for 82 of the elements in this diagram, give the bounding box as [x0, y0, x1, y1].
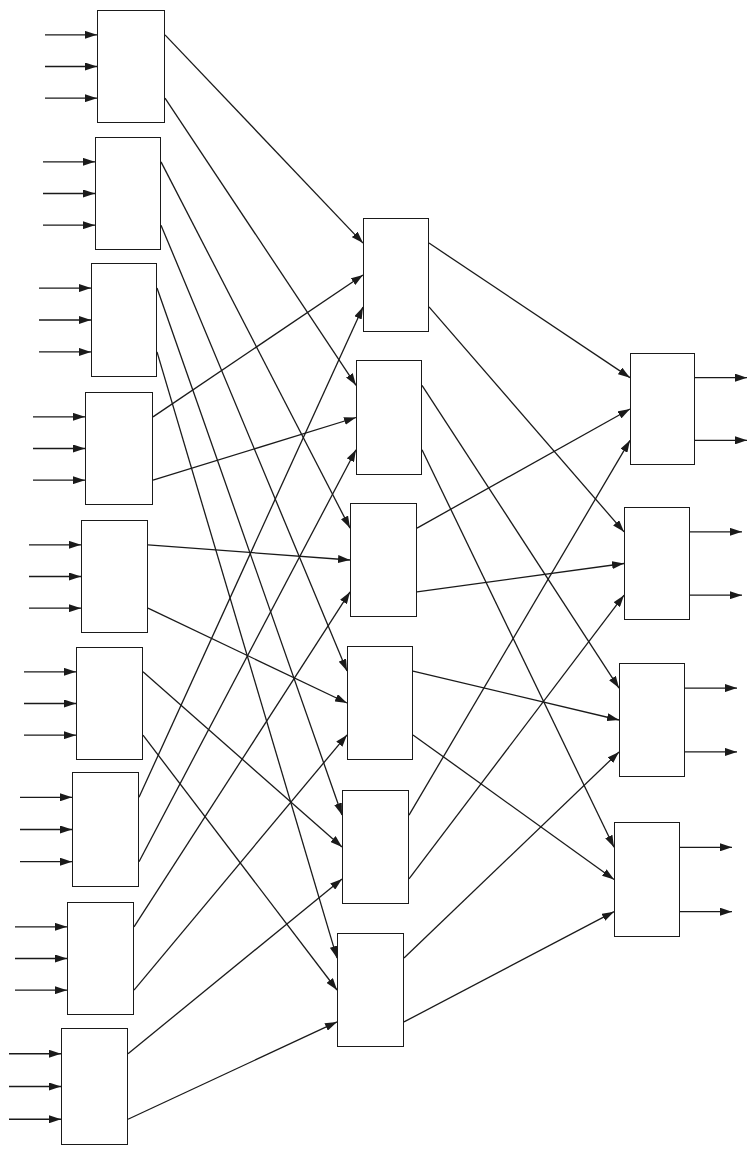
arrow	[38, 316, 92, 324]
arrow	[689, 591, 743, 600]
arrow	[8, 1115, 62, 1124]
arrow	[152, 274, 364, 418]
arrow	[44, 30, 98, 39]
arrow	[428, 306, 625, 533]
arrow	[19, 793, 73, 802]
arrow	[127, 1021, 338, 1120]
arrow	[156, 351, 338, 959]
arrow	[28, 572, 82, 581]
arrow	[138, 306, 364, 798]
arrow	[412, 670, 620, 722]
switch-box	[95, 137, 161, 250]
arrow	[164, 34, 364, 244]
arrow	[694, 436, 748, 445]
arrow	[416, 408, 631, 529]
arrow	[42, 221, 96, 230]
switch-box	[614, 822, 680, 937]
switch-box	[619, 663, 685, 777]
arrow	[138, 449, 357, 863]
switch-box	[624, 507, 690, 620]
arrow	[44, 62, 98, 71]
arrow	[408, 594, 625, 880]
arrow	[152, 416, 357, 481]
arrow	[38, 347, 92, 356]
arrow	[689, 527, 743, 536]
arrow	[23, 667, 77, 676]
switch-box	[97, 10, 165, 123]
switch-box	[76, 647, 143, 760]
arrow	[147, 607, 348, 704]
arrow	[694, 373, 748, 382]
arrow	[416, 561, 625, 593]
arrow	[147, 544, 351, 564]
arrow	[408, 439, 631, 816]
arrow	[14, 954, 68, 963]
arrow	[679, 843, 733, 852]
arrow	[28, 540, 82, 549]
arrow	[14, 986, 68, 995]
arrow	[32, 444, 86, 453]
arrow	[412, 734, 615, 881]
arrow	[38, 284, 92, 293]
switch-box	[342, 790, 409, 904]
arrow	[23, 731, 77, 740]
arrow	[403, 911, 615, 1023]
arrow	[133, 591, 351, 928]
switch-box	[363, 218, 429, 332]
arrow	[428, 242, 631, 379]
arrow	[684, 684, 738, 693]
arrow	[403, 751, 620, 959]
arrow	[14, 922, 68, 931]
arrow	[156, 287, 343, 816]
switch-box	[337, 933, 404, 1047]
switch-box	[630, 353, 695, 465]
arrow	[42, 157, 96, 166]
arrow	[32, 412, 86, 421]
arrow	[160, 161, 351, 529]
arrow	[160, 224, 348, 672]
arrow	[19, 825, 73, 834]
arrow	[142, 671, 343, 848]
arrow	[127, 878, 343, 1055]
arrow	[44, 94, 98, 103]
arrow	[8, 1049, 62, 1058]
switch-box	[67, 902, 134, 1015]
switch-box	[72, 772, 139, 887]
switch-box	[356, 360, 422, 475]
arrow	[164, 97, 357, 386]
arrow	[23, 699, 77, 708]
switch-box	[350, 503, 417, 617]
arrow	[421, 449, 615, 848]
arrow	[8, 1082, 62, 1091]
arrow	[32, 476, 86, 485]
arrow	[42, 189, 96, 198]
switch-box	[61, 1028, 128, 1145]
switch-box	[91, 263, 157, 377]
arrow	[421, 384, 620, 689]
switch-box	[347, 646, 413, 760]
switch-box	[85, 392, 153, 505]
switch-box	[81, 520, 148, 633]
arrow	[679, 907, 733, 916]
arrow	[684, 747, 738, 756]
arrow	[28, 604, 82, 613]
arrow	[19, 857, 73, 866]
